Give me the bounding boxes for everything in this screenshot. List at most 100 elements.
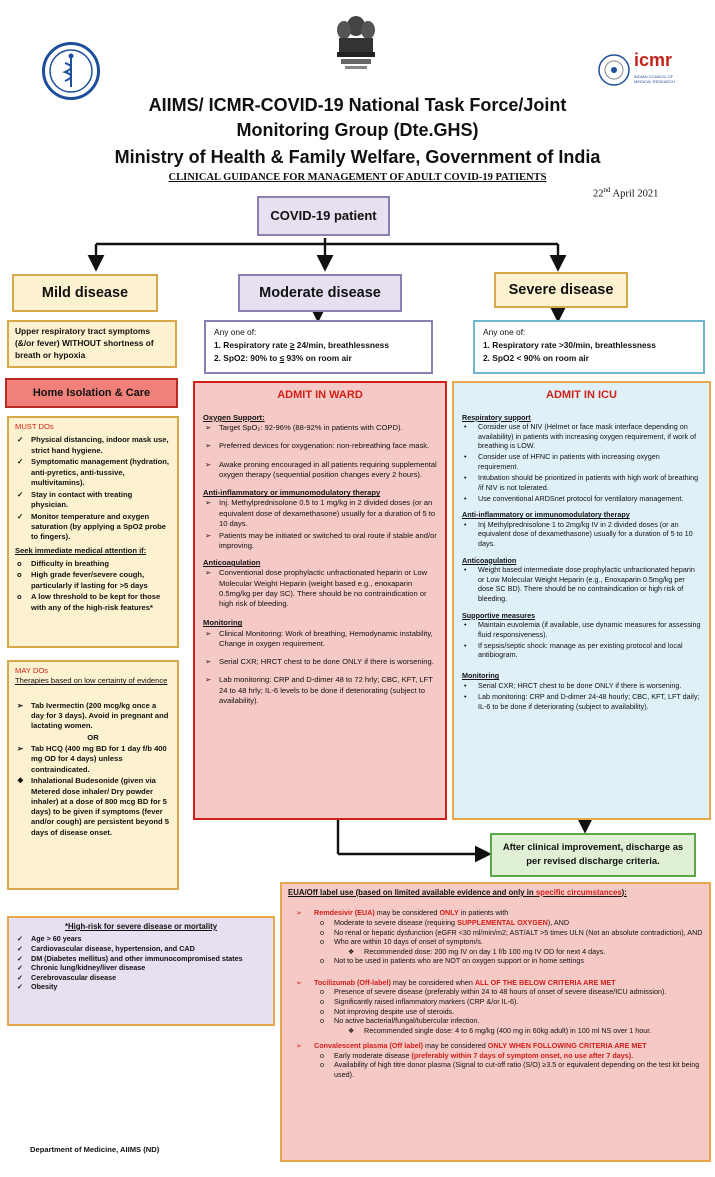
list-item: •Use conventional ARDSnet protocol for v…	[464, 493, 684, 503]
anticoagulation-list: ➢Conventional dose prophylactic unfracti…	[203, 568, 437, 609]
high-risk-title: *High-risk for severe disease or mortali…	[64, 922, 218, 931]
mild-criteria-box: Upper respiratory tract symptoms (&/or f…	[7, 320, 177, 368]
list-item: ➢Tab HCQ (400 mg BD for 1 day f/b 400 mg…	[17, 744, 167, 774]
list-item: •Maintain euvolemia (if available, use d…	[464, 620, 701, 639]
may-dos-subtitle: Therapies based on low certainty of evid…	[15, 676, 168, 686]
list-item: ✓DM (Diabetes mellitus) and other immuno…	[17, 953, 243, 963]
admit-icu-label: ADMIT IN ICU	[546, 389, 617, 401]
supportive-measures-title: Supportive measures	[462, 610, 536, 620]
moderate-disease-box: Moderate disease	[238, 274, 402, 312]
moderate-criterion-1: 1. Respiratory rate ≥ 24/min, breathless…	[214, 340, 389, 351]
list-item: ➢Conventional dose prophylactic unfracti…	[205, 568, 428, 609]
high-risk-list: ✓Age > 60 years ✓Cardiovascular disease,…	[15, 934, 267, 991]
may-dos-list: ➢Tab Ivermectin (200 mcg/kg once a day f…	[15, 701, 171, 838]
seek-attention-title: Seek immediate medical attention if:	[15, 546, 147, 556]
icu-anti-inflammatory-list: •Inj Methylprednisolone 1 to 2mg/kg IV i…	[462, 520, 701, 549]
admit-ward-label: ADMIT IN WARD	[277, 389, 363, 401]
list-item: ✓Physical distancing, indoor mask use, s…	[17, 435, 169, 455]
severe-any: Any one of:	[483, 327, 526, 337]
convalescent-plasma-item: ➢ Convalescent plasma (Off label) may be…	[296, 1041, 647, 1051]
page-title-line1: AIIMS/ ICMR-COVID-19 National Task Force…	[148, 95, 567, 115]
list-item: ➢Patients may be initiated or switched t…	[205, 530, 437, 550]
list-item: ➢Target SpO₂: 92-96% (88-92% in patients…	[205, 423, 403, 433]
mild-criteria-text: Upper respiratory tract symptoms (&/or f…	[15, 326, 154, 360]
monitoring-title: Monitoring	[203, 618, 243, 628]
mild-disease-box: Mild disease	[12, 274, 158, 312]
moderate-any: Any one of:	[214, 327, 257, 337]
list-item: ❖Recommended single dose: 4 to 6 mg/kg (…	[348, 1025, 652, 1035]
high-risk-box: *High-risk for severe disease or mortali…	[7, 916, 275, 1026]
must-dos-title: MUST DOs	[15, 422, 54, 431]
list-item: ✓Cardiovascular disease, hypertension, a…	[17, 943, 195, 953]
list-item: ✓Cerebrovascular disease	[17, 972, 117, 982]
list-item: •Lab monitoring: CRP and D-dimer 24-48 h…	[464, 692, 700, 711]
aiims-logo	[42, 42, 100, 100]
severe-criterion-2: 2. SpO2 < 90% on room air	[483, 353, 589, 364]
page-title-line3: Ministry of Health & Family Welfare, Gov…	[114, 147, 601, 167]
mild-disease-label: Mild disease	[41, 285, 129, 301]
list-item: ✓Obesity	[17, 982, 58, 992]
may-or: OR	[87, 732, 99, 742]
remdesivir-item: ➢ Remdesivir (EUA) may be considered ONL…	[296, 908, 509, 918]
list-item: •Intubation should be prioritized in pat…	[464, 473, 699, 492]
oxygen-support-list: ➢Target SpO₂: 92-96% (88-92% in patients…	[203, 423, 437, 480]
oxygen-support-title: Oxygen Support:	[203, 412, 265, 422]
icu-monitoring-list: •Serial CXR; HRCT chest to be done ONLY …	[462, 681, 701, 711]
national-emblem	[333, 12, 379, 76]
anti-inflammatory-title: Anti-inflammatory or immunomodulatory th…	[203, 488, 381, 498]
severe-criterion-1: 1. Respiratory rate >30/min, breathlessn…	[483, 340, 656, 351]
list-item: ✓Chronic lung/kidney/liver disease	[17, 963, 146, 973]
list-item: ✓Age > 60 years	[17, 934, 82, 944]
may-dos-title: MAY DOs	[15, 666, 49, 675]
list-item: ✓Symptomatic management (hydration, anti…	[17, 457, 169, 487]
eua-title: EUA/Off label use (based on limited avai…	[288, 888, 627, 897]
date: 22nd April 2021	[593, 186, 658, 200]
icu-monitoring-title: Monitoring	[462, 671, 500, 681]
date-day: 22	[593, 188, 604, 200]
anti-inflammatory-list: ➢Inj. Methylprednisolone 0.5 to 1 mg/kg …	[203, 498, 437, 551]
list-item: •If sepsis/septic shock: manage as per e…	[464, 640, 683, 660]
must-dos-box: MUST DOs ✓Physical distancing, indoor ma…	[7, 416, 179, 648]
list-item: •Weight based intermediate dose prophyla…	[464, 565, 695, 603]
list-item: ❖Inhalational Budesonide (given via Mete…	[17, 776, 169, 837]
severe-criteria-box: Any one of: 1. Respiratory rate >30/min,…	[473, 320, 705, 374]
supportive-measures-list: •Maintain euvolemia (if available, use d…	[462, 620, 701, 660]
list-item: ➢Clinical Monitoring: Work of breathing,…	[205, 628, 433, 648]
list-item: ➢Tab Ivermectin (200 mcg/kg once a day f…	[17, 700, 169, 731]
icmr-logo-subtext: INDIAN COUNCIL OF MEDICAL RESEARCH	[634, 74, 675, 85]
icmr-logo: icmr INDIAN COUNCIL OF MEDICAL RESEARCH	[598, 44, 678, 104]
list-item: ✓Monitor temperature and oxygen saturati…	[17, 511, 167, 542]
moderate-criteria-box: Any one of: 1. Respiratory rate ≥ 24/min…	[204, 320, 433, 374]
icmr-logo-text: icmr	[634, 50, 673, 70]
monitoring-list: ➢Clinical Monitoring: Work of breathing,…	[203, 629, 437, 707]
anticoagulation-title: Anticoagulation	[203, 558, 261, 568]
moderate-disease-label: Moderate disease	[259, 285, 381, 301]
home-isolation-label: Home Isolation & Care	[32, 387, 151, 399]
severe-disease-box: Severe disease	[494, 272, 628, 308]
page-subtitle: CLINICAL GUIDANCE FOR MANAGEMENT OF ADUL…	[168, 172, 547, 183]
must-dos-list: ✓Physical distancing, indoor mask use, s…	[15, 435, 171, 542]
list-item: •Inj Methylprednisolone 1 to 2mg/kg IV i…	[464, 519, 693, 549]
eua-box: EUA/Off label use (based on limited avai…	[280, 882, 711, 1162]
moderate-criterion-2: 2. SpO2: 90% to ≤ 93% on room air	[214, 353, 352, 364]
list-item: ➢Serial CXR; HRCT chest to be done ONLY …	[205, 657, 434, 667]
page-title-line2: Monitoring Group (Dte.GHS)	[236, 120, 479, 140]
admit-icu-box: ADMIT IN ICU Respiratory support •Consid…	[452, 381, 711, 820]
list-item: •Serial CXR; HRCT chest to be done ONLY …	[464, 681, 682, 690]
discharge-box: After clinical improvement, discharge as…	[490, 833, 696, 877]
list-item: ✓Stay in contact with treating physician…	[17, 489, 133, 509]
icu-anti-inflammatory-title: Anti-inflammatory or immunomodulatory th…	[462, 510, 630, 520]
list-item: ➢Preferred devices for oxygenation: non-…	[205, 441, 430, 451]
list-item: ➢Awake proning encouraged in all patient…	[205, 459, 437, 479]
